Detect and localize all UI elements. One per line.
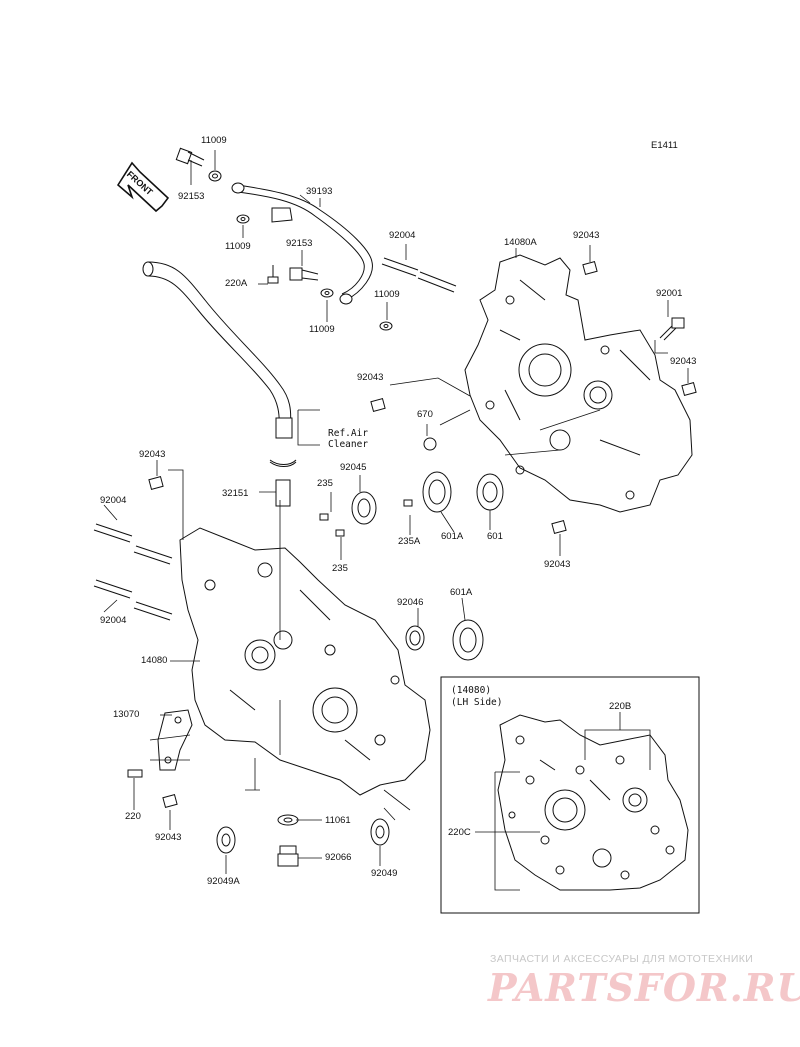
bolt-92153-mid bbox=[289, 267, 319, 281]
watermark-caption: ЗАПЧАСТИ И АКСЕССУАРЫ ДЛЯ МОТОТЕХНИКИ bbox=[490, 953, 754, 965]
inset-title-line2: (LH Side) bbox=[451, 697, 503, 708]
part-92066[interactable]: 92066 bbox=[325, 852, 352, 863]
part-92049[interactable]: 92049 bbox=[371, 868, 398, 879]
diagram-code: E1411 bbox=[651, 140, 678, 151]
inset-leaders bbox=[475, 712, 651, 891]
breather-tube-39193 bbox=[231, 182, 373, 305]
part-220C[interactable]: 220C bbox=[448, 827, 471, 838]
part-235-a[interactable]: 235 bbox=[317, 478, 333, 489]
screw-220A bbox=[267, 265, 279, 284]
part-220B[interactable]: 220B bbox=[609, 701, 632, 712]
part-92043-bottom-left[interactable]: 92043 bbox=[155, 832, 182, 843]
part-92043-right[interactable]: 92043 bbox=[670, 356, 697, 367]
plug-92066 bbox=[277, 845, 299, 867]
front-arrow-icon bbox=[116, 161, 170, 213]
part-11009-mid[interactable]: 11009 bbox=[225, 241, 251, 252]
watermark-logo: PARTSFOR.RU bbox=[488, 965, 800, 1010]
part-13070[interactable]: 13070 bbox=[113, 709, 140, 720]
inset-crankcase bbox=[497, 714, 689, 891]
air-cleaner-hose bbox=[142, 261, 297, 467]
bearing-601A-left bbox=[452, 619, 484, 661]
part-92153-mid[interactable]: 92153 bbox=[286, 238, 313, 249]
part-220A[interactable]: 220A bbox=[225, 278, 248, 289]
part-220[interactable]: 220 bbox=[125, 811, 141, 822]
part-92045[interactable]: 92045 bbox=[340, 462, 367, 473]
bracket-13070 bbox=[157, 709, 193, 771]
part-601A-left[interactable]: 601A bbox=[450, 587, 473, 598]
part-92043-right-bottom[interactable]: 92043 bbox=[544, 559, 571, 570]
bearing-92045 bbox=[351, 491, 377, 525]
bolt-92001 bbox=[659, 317, 685, 341]
ref-air-cleaner: Ref.Air Cleaner bbox=[328, 428, 369, 450]
part-670[interactable]: 670 bbox=[417, 409, 433, 420]
part-92049A[interactable]: 92049A bbox=[207, 876, 240, 887]
part-92043-top-right[interactable]: 92043 bbox=[573, 230, 600, 241]
part-601[interactable]: 601 bbox=[487, 531, 503, 542]
part-92001[interactable]: 92001 bbox=[656, 288, 683, 299]
part-235A[interactable]: 235A bbox=[398, 536, 421, 547]
studs-92004-left bbox=[93, 523, 173, 621]
leader-lines bbox=[103, 150, 689, 874]
part-92004-left-2[interactable]: 92004 bbox=[100, 615, 127, 626]
part-11009-bottom[interactable]: 11009 bbox=[309, 324, 335, 335]
left-crankcase-14080 bbox=[179, 527, 431, 796]
inset-title-line1: (14080) bbox=[451, 685, 492, 696]
part-11061[interactable]: 11061 bbox=[325, 815, 351, 826]
part-11009-top[interactable]: 11009 bbox=[201, 135, 227, 146]
bearing-601 bbox=[476, 473, 504, 511]
part-601A-right[interactable]: 601A bbox=[441, 531, 464, 542]
part-32151[interactable]: 32151 bbox=[222, 488, 249, 499]
stud-92004-top bbox=[381, 257, 457, 293]
part-14080A[interactable]: 14080A bbox=[504, 237, 537, 248]
part-92046[interactable]: 92046 bbox=[397, 597, 424, 608]
part-92004-top[interactable]: 92004 bbox=[389, 230, 416, 241]
part-92153-top[interactable]: 92153 bbox=[178, 191, 205, 202]
part-14080[interactable]: 14080 bbox=[141, 655, 168, 666]
right-crankcase-14080A bbox=[464, 254, 693, 513]
part-11009-right[interactable]: 11009 bbox=[374, 289, 400, 300]
inset-box bbox=[440, 676, 700, 914]
bolt-92153-top bbox=[175, 147, 222, 182]
bearing-92046 bbox=[405, 625, 425, 651]
part-235-b[interactable]: 235 bbox=[332, 563, 348, 574]
part-92043-left[interactable]: 92043 bbox=[139, 449, 166, 460]
part-39193[interactable]: 39193 bbox=[306, 186, 333, 197]
bearing-601A-right bbox=[422, 471, 452, 513]
part-92043-mid[interactable]: 92043 bbox=[357, 372, 384, 383]
part-92004-left-1[interactable]: 92004 bbox=[100, 495, 127, 506]
